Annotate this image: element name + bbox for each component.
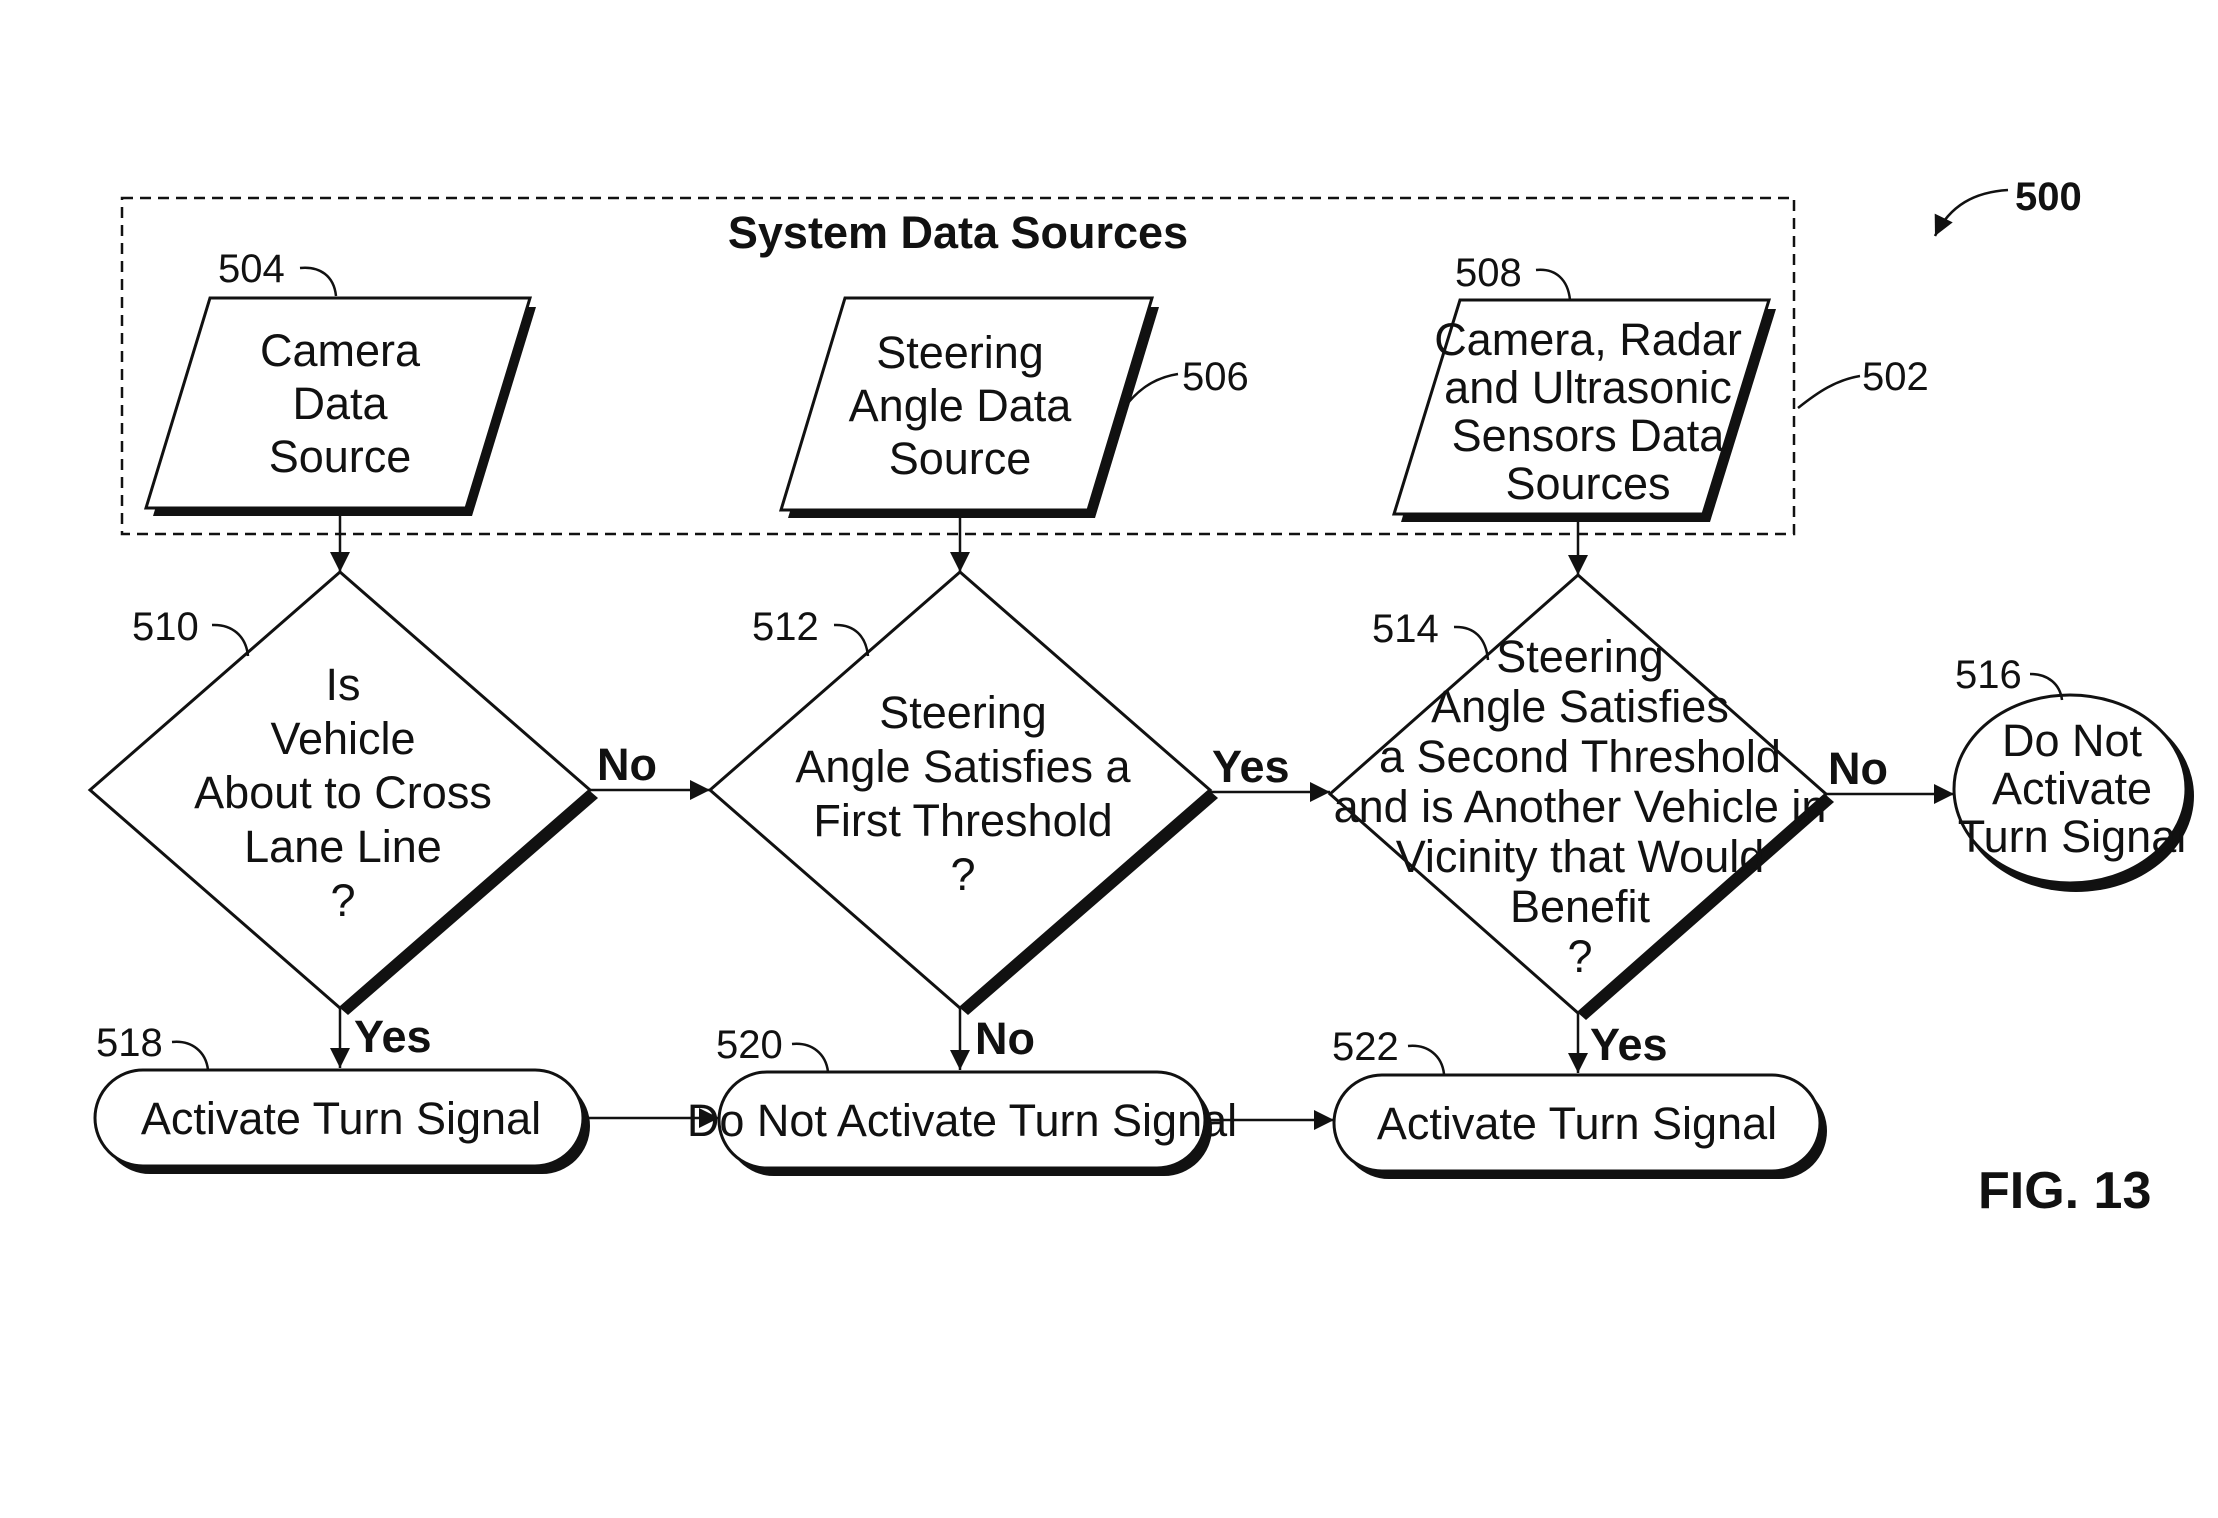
ref-504-leader (299, 266, 338, 297)
svg-text:Vicinity that Would: Vicinity that Would (1396, 831, 1765, 882)
ref-516: 516 (1955, 653, 2022, 697)
edge-label-514-no: No (1828, 743, 1888, 794)
group-ref-leader (1797, 374, 1861, 409)
ref-506-leader (1123, 372, 1179, 409)
figure-label: FIG. 13 (1978, 1162, 2151, 1220)
svg-text:Source: Source (269, 431, 412, 482)
outcome-522-activate-turn-signal (1332, 1073, 1822, 1173)
input-508-label: Camera, Radar and Ultrasonic Sensors Dat… (1434, 314, 1742, 509)
ref-520: 520 (716, 1023, 783, 1067)
svg-text:Sources: Sources (1505, 458, 1670, 509)
ref-520-leader (791, 1042, 830, 1073)
decision-512-label: Steering Angle Satisfies a First Thresho… (795, 687, 1131, 900)
svg-text:?: ? (330, 875, 355, 926)
svg-text:Camera: Camera (260, 325, 421, 376)
group-title: System Data Sources (728, 207, 1188, 258)
figure-number: 500 (2015, 175, 2082, 219)
terminal-516-label: Do Not Activate Turn Signal (1958, 715, 2186, 862)
figure-number-arrow (1933, 188, 2009, 237)
decision-514-label: Steering Angle Satisfies a Second Thresh… (1334, 631, 1827, 982)
input-504-label: Camera Data Source (260, 325, 421, 482)
svg-text:Steering: Steering (879, 687, 1047, 738)
ref-510: 510 (132, 605, 199, 649)
group-ref: 502 (1862, 355, 1929, 399)
ref-512: 512 (752, 605, 819, 649)
outcome-520-label: Do Not Activate Turn Signal (687, 1095, 1237, 1146)
svg-text:Is: Is (325, 659, 360, 710)
ref-516-leader (2029, 672, 2064, 701)
ref-514-leader (1453, 625, 1490, 661)
ref-504: 504 (218, 247, 285, 291)
svg-text:Turn Signal: Turn Signal (1958, 811, 2186, 862)
svg-text:Sensors Data: Sensors Data (1452, 410, 1726, 461)
ref-510-leader (211, 623, 250, 657)
svg-text:Camera, Radar: Camera, Radar (1434, 314, 1742, 365)
svg-text:Benefit: Benefit (1510, 881, 1651, 932)
svg-text:Lane Line: Lane Line (244, 821, 442, 872)
svg-text:Angle Satisfies a: Angle Satisfies a (795, 741, 1131, 792)
svg-text:Angle Data: Angle Data (849, 380, 1073, 431)
ref-522: 522 (1332, 1025, 1399, 1069)
edge-label-510-yes: Yes (354, 1011, 432, 1062)
outcome-518-label: Activate Turn Signal (141, 1093, 541, 1144)
svg-text:About to Cross: About to Cross (194, 767, 492, 818)
input-504-camera-data-source (143, 296, 533, 510)
svg-text:Data: Data (292, 378, 388, 429)
ref-518-leader (171, 1040, 210, 1071)
ref-508-leader (1535, 268, 1572, 301)
edge-label-512-yes: Yes (1212, 741, 1290, 792)
ref-514: 514 (1372, 607, 1439, 651)
svg-text:a Second Threshold: a Second Threshold (1379, 731, 1781, 782)
edge-label-514-yes: Yes (1590, 1019, 1668, 1070)
decision-510-label: Is Vehicle About to Cross Lane Line ? (194, 659, 492, 926)
ref-522-leader (1407, 1044, 1446, 1075)
edge-label-512-no: No (975, 1013, 1035, 1064)
svg-text:Vehicle: Vehicle (270, 713, 415, 764)
terminal-516-do-not-activate (1952, 693, 2188, 885)
edge-label-510-no: No (597, 739, 657, 790)
svg-text:Steering: Steering (1496, 631, 1664, 682)
svg-text:Do Not: Do Not (2002, 715, 2143, 766)
input-506-label: Steering Angle Data Source (849, 327, 1073, 484)
ref-518: 518 (96, 1021, 163, 1065)
svg-text:Source: Source (889, 433, 1032, 484)
ref-508: 508 (1455, 251, 1522, 295)
input-508-sensor-data-sources (1391, 298, 1772, 516)
system-data-sources-group (120, 196, 1796, 536)
svg-text:Angle Satisfies: Angle Satisfies (1431, 681, 1729, 732)
svg-text:First Threshold: First Threshold (813, 795, 1112, 846)
svg-text:and is Another Vehicle in: and is Another Vehicle in (1334, 781, 1827, 832)
svg-text:Steering: Steering (876, 327, 1044, 378)
ref-512-leader (833, 623, 870, 657)
outcome-522-label: Activate Turn Signal (1377, 1098, 1777, 1149)
svg-text:?: ? (1567, 931, 1592, 982)
svg-text:and Ultrasonic: and Ultrasonic (1444, 362, 1732, 413)
input-506-steering-angle-data-source (778, 296, 1155, 512)
ref-506: 506 (1182, 355, 1249, 399)
svg-text:Activate: Activate (1992, 763, 2152, 814)
svg-text:?: ? (950, 849, 975, 900)
